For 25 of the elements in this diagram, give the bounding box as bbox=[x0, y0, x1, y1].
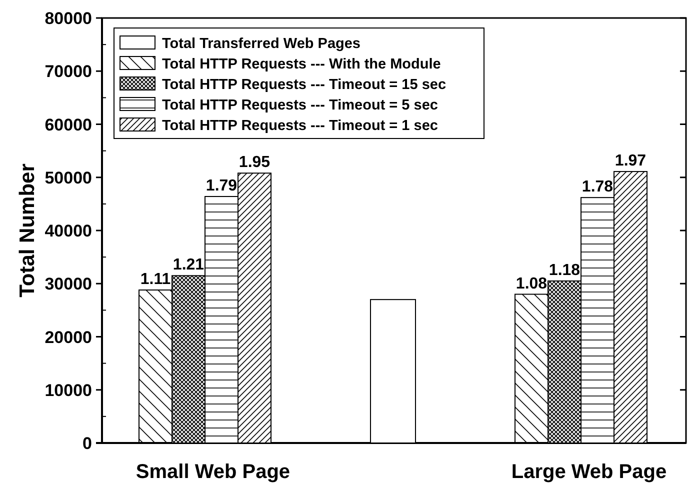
tick-label: 40000 bbox=[44, 222, 92, 240]
axis-title: Total Number bbox=[16, 164, 39, 298]
legend-label: Total HTTP Requests --- Timeout = 1 sec bbox=[162, 118, 438, 134]
legend-label: Total HTTP Requests --- Timeout = 15 sec bbox=[162, 77, 446, 93]
value-label: 1.78 bbox=[582, 178, 614, 196]
value-label: 1.18 bbox=[548, 262, 580, 279]
tick-label: 70000 bbox=[44, 62, 92, 82]
tick-label: 60000 bbox=[44, 115, 92, 134]
value-label: 1.08 bbox=[516, 275, 548, 292]
legend-label: Total HTTP Requests --- With the Module bbox=[162, 56, 441, 72]
value-label: 1.97 bbox=[614, 152, 646, 170]
legend-label: Total HTTP Requests --- Timeout = 5 sec bbox=[162, 98, 438, 114]
category-label: Large Web Page bbox=[511, 461, 667, 483]
tick-label: 10000 bbox=[44, 380, 92, 400]
value-label: 1.21 bbox=[172, 256, 204, 274]
value-label: 1.11 bbox=[140, 271, 171, 288]
tick-label: 80000 bbox=[44, 9, 92, 28]
value-label: 1.79 bbox=[206, 178, 238, 194]
legend-label: Total Transferred Web Pages bbox=[162, 36, 360, 52]
tick-label: 50000 bbox=[44, 168, 92, 188]
category-label: Small Web Page bbox=[136, 461, 290, 483]
tick-label: 30000 bbox=[44, 274, 92, 294]
value-label: 1.95 bbox=[238, 154, 270, 172]
tick-label: 20000 bbox=[44, 328, 92, 347]
tick-label: 0 bbox=[82, 434, 92, 453]
